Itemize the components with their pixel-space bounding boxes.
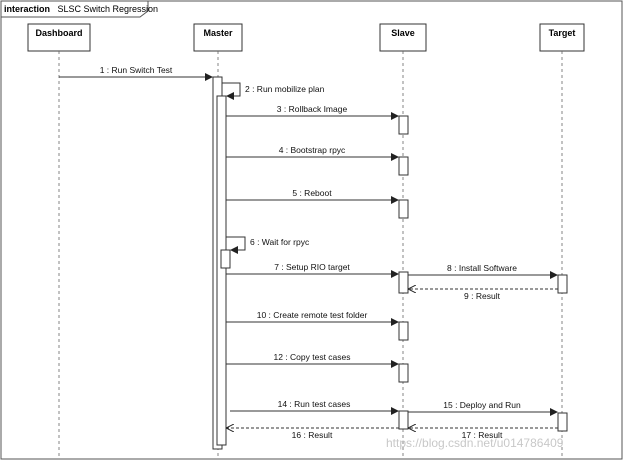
activation-slave-5 <box>398 321 409 341</box>
message-label-4: 4 : Bootstrap rpyc <box>279 145 346 155</box>
message-17: 17 : Result <box>409 428 558 440</box>
lifeline-head-dashboard <box>27 23 91 52</box>
activation-master-inner <box>216 95 227 446</box>
activation-slave-3 <box>398 199 409 219</box>
message-label-7: 7 : Setup RIO target <box>274 262 350 272</box>
message-14: 14 : Run test cases <box>230 399 399 415</box>
message-label-9: 9 : Result <box>464 291 501 301</box>
message-label-2: 2 : Run mobilize plan <box>245 84 325 94</box>
message-label-10: 10 : Create remote test folder <box>257 310 368 320</box>
activation-target-2 <box>557 412 568 432</box>
frame-title: interaction SLSC Switch Regression <box>4 0 158 16</box>
message-1: 1 : Run Switch Test <box>59 65 213 81</box>
message-label-15: 15 : Deploy and Run <box>443 400 521 410</box>
frame-keyword: interaction <box>4 4 50 14</box>
lifeline-label-slave: Slave <box>391 28 415 38</box>
lifeline-head-slave <box>379 23 427 52</box>
activation-master-wait <box>220 249 231 269</box>
message-2: 2 : Run mobilize plan <box>222 82 325 100</box>
message-label-1: 1 : Run Switch Test <box>100 65 173 75</box>
message-8: 8 : Install Software <box>408 263 558 279</box>
message-label-3: 3 : Rollback Image <box>277 104 348 114</box>
message-label-5: 5 : Reboot <box>292 188 332 198</box>
activation-target-1 <box>557 274 568 294</box>
message-12: 12 : Copy test cases <box>226 352 399 368</box>
message-3: 3 : Rollback Image <box>226 104 399 120</box>
message-10: 10 : Create remote test folder <box>226 310 399 326</box>
frame-name: SLSC Switch Regression <box>57 4 158 14</box>
message-7: 7 : Setup RIO target <box>226 262 399 278</box>
message-label-8: 8 : Install Software <box>447 263 517 273</box>
message-15: 15 : Deploy and Run <box>408 400 558 416</box>
message-label-12: 12 : Copy test cases <box>273 352 350 362</box>
activation-slave-7 <box>398 410 409 430</box>
message-6: 6 : Wait for rpyc <box>226 236 310 254</box>
lifeline-dashboard: Dashboard <box>27 23 91 459</box>
message-label-6: 6 : Wait for rpyc <box>250 237 310 247</box>
activation-slave-2 <box>398 156 409 176</box>
activation-slave-6 <box>398 363 409 383</box>
message-5: 5 : Reboot <box>226 188 399 204</box>
message-4: 4 : Bootstrap rpyc <box>226 145 399 161</box>
watermark-text: https://blog.csdn.net/u014786409 <box>386 436 564 450</box>
message-label-14: 14 : Run test cases <box>278 399 351 409</box>
activation-slave-4 <box>398 271 409 294</box>
activation-slave-1 <box>398 115 409 135</box>
frame-tab <box>0 0 149 18</box>
lifeline-label-target: Target <box>549 28 576 38</box>
message-label-16: 16 : Result <box>292 430 333 440</box>
message-16: 16 : Result <box>227 428 399 440</box>
message-9: 9 : Result <box>409 289 558 301</box>
lifeline-target: Target <box>539 23 585 459</box>
lifeline-slave: Slave <box>379 23 427 459</box>
lifeline-label-dashboard: Dashboard <box>35 28 82 38</box>
message-label-17: 17 : Result <box>462 430 503 440</box>
lifeline-label-master: Master <box>203 28 233 38</box>
